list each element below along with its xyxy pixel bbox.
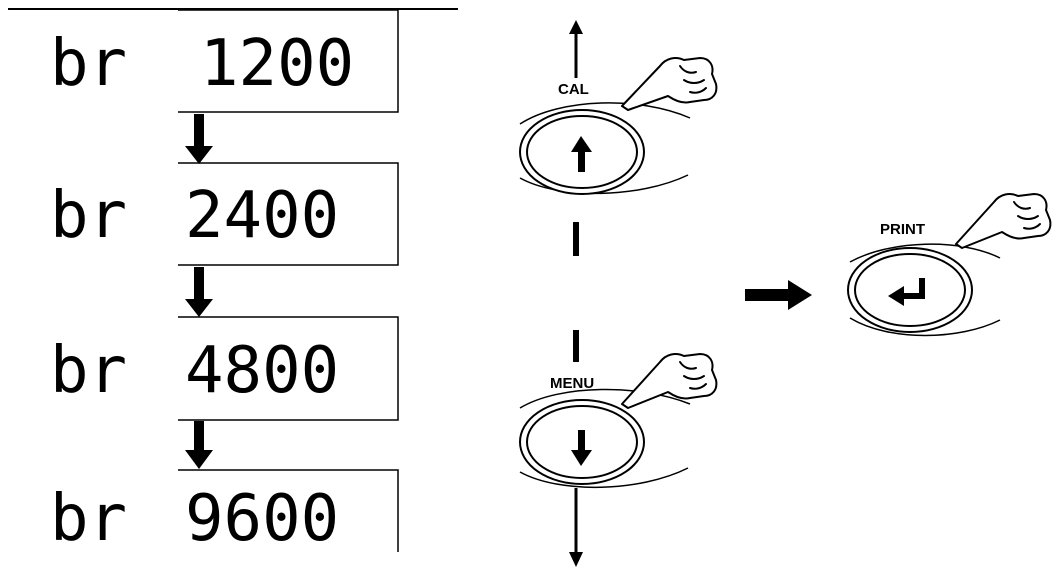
row-4-value: 9600 [185, 482, 339, 556]
display-frame-4 [178, 469, 399, 552]
enter-icon [888, 278, 925, 306]
up-arrow-icon [571, 136, 592, 172]
down-arrow-icon-2 [185, 267, 213, 317]
print-key-group [849, 243, 1001, 337]
display-frame-3 [178, 316, 399, 421]
display-frame-2 [178, 162, 399, 266]
down-arrow-icon [571, 430, 592, 466]
down-arrow-icon-3 [185, 421, 213, 469]
menu-label: MENU [550, 375, 594, 392]
right-arrow-icon [745, 280, 812, 310]
menu-key-group [519, 330, 691, 567]
row-3-prefix: br [50, 334, 127, 408]
pointing-hand-icon-cal [621, 57, 718, 111]
pointing-hand-icon-print [955, 193, 1052, 249]
row-1-prefix: br [50, 27, 127, 101]
row-2-value: 2400 [185, 179, 339, 253]
print-button[interactable] [847, 247, 973, 333]
pointing-hand-icon-menu [621, 353, 718, 409]
down-arrow-icon-1 [185, 114, 213, 164]
cal-label: CAL [558, 81, 589, 98]
row-2-prefix: br [50, 179, 127, 253]
row-3-value: 4800 [185, 334, 339, 408]
row-4-prefix: br [50, 482, 127, 556]
row-1-value: 1200 [200, 27, 354, 101]
cal-key-group [519, 20, 691, 256]
display-frame-1 [178, 9, 399, 113]
print-label: PRINT [880, 221, 925, 238]
